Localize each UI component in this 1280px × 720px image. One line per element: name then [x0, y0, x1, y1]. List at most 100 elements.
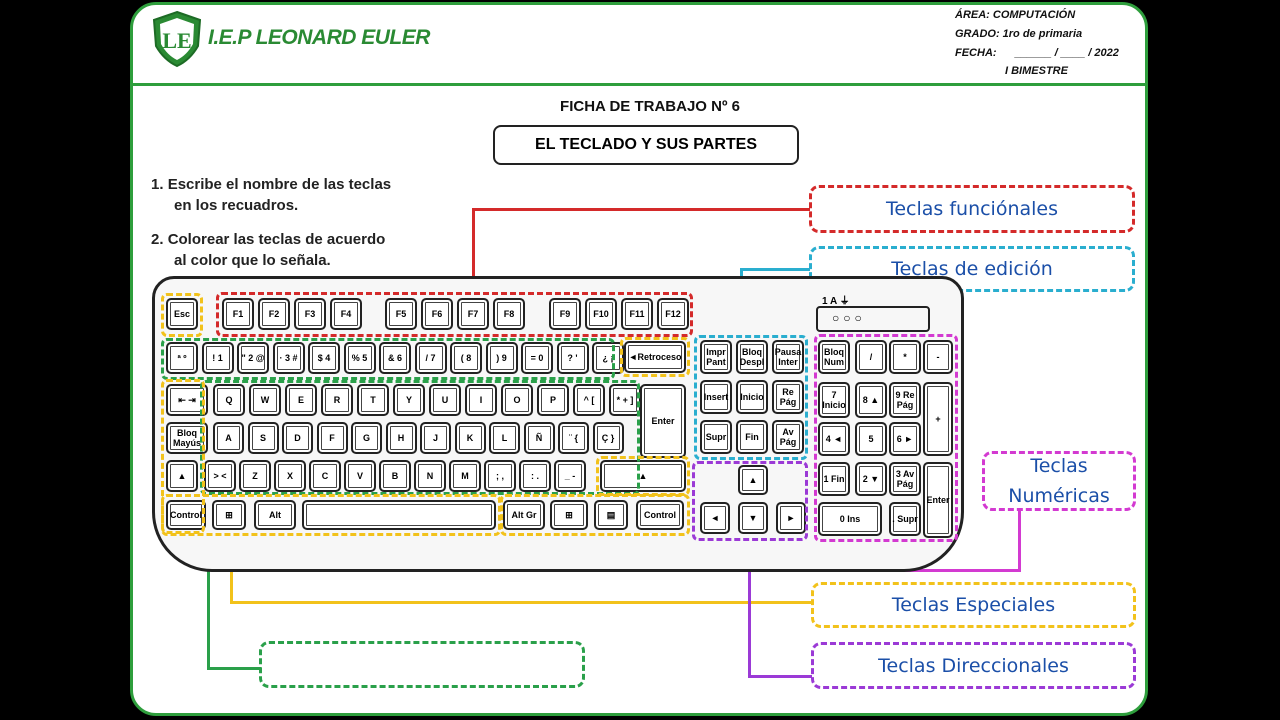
- key-menu[interactable]: ▤: [594, 500, 628, 530]
- key-f12[interactable]: F12: [657, 298, 689, 330]
- key-f9[interactable]: F9: [549, 298, 581, 330]
- key-numpad-8[interactable]: 4 ◄: [818, 422, 850, 456]
- key-f3[interactable]: F3: [294, 298, 326, 330]
- key-a-row-2[interactable]: D: [282, 422, 313, 454]
- key-numpad-9[interactable]: 5: [855, 422, 887, 456]
- key-num-11[interactable]: ? ': [556, 342, 589, 374]
- key-num-8[interactable]: ( 8: [450, 342, 482, 374]
- key-q-row-11[interactable]: * + ]: [609, 384, 641, 416]
- key-q-row-5[interactable]: Y: [393, 384, 425, 416]
- key-z-row-10[interactable]: _ -: [554, 460, 586, 492]
- key-numpad-3[interactable]: -: [923, 340, 953, 374]
- key-a-row-11[interactable]: Ç }: [592, 422, 624, 454]
- key-num-5[interactable]: % 5: [343, 342, 376, 374]
- key-retroceso[interactable]: ◄Retroceso: [624, 341, 686, 373]
- key-z-row-0[interactable]: > <: [204, 460, 236, 492]
- key-edit-4[interactable]: Inicio: [736, 380, 768, 414]
- key-num-10[interactable]: = 0: [521, 342, 553, 374]
- key-q-row-9[interactable]: P: [537, 384, 569, 416]
- key-edit-3[interactable]: Insert: [700, 380, 732, 414]
- key-num-12[interactable]: ¿ ¡: [592, 342, 624, 374]
- key-a-row-3[interactable]: F: [316, 422, 348, 454]
- key-numpad-0[interactable]: Bloq Num: [818, 340, 850, 374]
- key-z-row-1[interactable]: Z: [239, 460, 271, 492]
- key-z-row-9[interactable]: : .: [519, 460, 551, 492]
- key-q-row-10[interactable]: ^ [: [573, 384, 605, 416]
- key-num-6[interactable]: & 6: [379, 342, 411, 374]
- label-blank-alfanumericas[interactable]: [259, 641, 585, 688]
- key-space[interactable]: [302, 500, 496, 530]
- key-a-row-9[interactable]: Ñ: [523, 422, 555, 454]
- key-f6[interactable]: F6: [421, 298, 453, 330]
- key-numpad-2[interactable]: *: [889, 340, 921, 374]
- key-z-row-8[interactable]: ; ,: [484, 460, 516, 492]
- key-num-0[interactable]: ª º: [166, 342, 198, 374]
- key-num-3[interactable]: · 3 #: [272, 342, 305, 374]
- key-num-2[interactable]: " 2 @: [237, 342, 269, 374]
- key-a-row-6[interactable]: J: [420, 422, 451, 454]
- key-control-left[interactable]: Control: [166, 500, 206, 530]
- key-arrow-down[interactable]: ▼: [738, 502, 768, 534]
- key-windows-right[interactable]: ⊞: [550, 500, 588, 530]
- key-z-row-6[interactable]: N: [414, 460, 446, 492]
- key-numpad-13[interactable]: 3 Av Pág: [889, 462, 921, 496]
- key-edit-1[interactable]: Bloq Despl: [736, 340, 768, 374]
- key-numpad-6[interactable]: 9 Re Pág: [889, 382, 921, 418]
- key-z-row-7[interactable]: M: [449, 460, 481, 492]
- key-a-row-4[interactable]: G: [351, 422, 382, 454]
- key-numpad-10[interactable]: 6 ►: [889, 422, 921, 456]
- key-f2[interactable]: F2: [258, 298, 290, 330]
- key-arrow-up[interactable]: ▲: [738, 465, 768, 495]
- key-f10[interactable]: F10: [585, 298, 617, 330]
- key-q-row-0[interactable]: Q: [213, 384, 245, 416]
- key-shift-left[interactable]: ▲: [166, 460, 198, 492]
- key-numpad-11[interactable]: 1 Fin: [818, 462, 850, 496]
- key-z-row-4[interactable]: V: [344, 460, 376, 492]
- key-f11[interactable]: F11: [621, 298, 653, 330]
- key-edit-2[interactable]: Pausa Inter: [772, 340, 804, 374]
- key-q-row-8[interactable]: O: [501, 384, 533, 416]
- key-a-row-1[interactable]: S: [247, 422, 279, 454]
- key-arrow-left[interactable]: ◄: [700, 502, 730, 534]
- key-num-4[interactable]: $ 4: [308, 342, 340, 374]
- key-numpad-5[interactable]: 8 ▲: [855, 382, 887, 418]
- key-num-1[interactable]: ! 1: [201, 342, 234, 374]
- key-esc[interactable]: Esc: [166, 298, 198, 330]
- key-q-row-4[interactable]: T: [357, 384, 389, 416]
- key-f4[interactable]: F4: [330, 298, 362, 330]
- key-control-right[interactable]: Control: [636, 500, 684, 530]
- key-a-row-0[interactable]: A: [213, 422, 244, 454]
- key-q-row-7[interactable]: I: [465, 384, 497, 416]
- key-z-row-2[interactable]: X: [274, 460, 306, 492]
- key-edit-8[interactable]: Av Pág: [772, 420, 804, 454]
- key-num-7[interactable]: / 7: [414, 342, 447, 374]
- key-z-row-5[interactable]: B: [379, 460, 411, 492]
- key-alt[interactable]: Alt: [254, 500, 296, 530]
- key-a-row-5[interactable]: H: [385, 422, 417, 454]
- key-z-row-3[interactable]: C: [309, 460, 341, 492]
- key-q-row-2[interactable]: E: [285, 384, 317, 416]
- key-edit-6[interactable]: Supr: [700, 420, 732, 454]
- key-q-row-1[interactable]: W: [249, 384, 281, 416]
- key-numpad-12[interactable]: 2 ▼: [855, 462, 887, 496]
- key-numpad-16[interactable]: . Supr: [889, 502, 921, 536]
- key-q-row-6[interactable]: U: [429, 384, 461, 416]
- key-num-9[interactable]: ) 9: [485, 342, 518, 374]
- key-windows-left[interactable]: ⊞: [212, 500, 246, 530]
- key-edit-0[interactable]: Impr Pant: [700, 340, 732, 374]
- key-a-row-7[interactable]: K: [454, 422, 486, 454]
- key-numpad-14[interactable]: Enter: [923, 462, 953, 538]
- key-altgr[interactable]: Alt Gr: [503, 500, 545, 530]
- key-shift-right[interactable]: ▲: [600, 460, 686, 492]
- key-numpad-7[interactable]: +: [923, 382, 953, 456]
- key-f5[interactable]: F5: [385, 298, 417, 330]
- key-q-row-3[interactable]: R: [321, 384, 353, 416]
- key-a-row-10[interactable]: ¨ {: [558, 422, 589, 454]
- key-f1[interactable]: F1: [222, 298, 254, 330]
- key-edit-7[interactable]: Fin: [736, 420, 768, 454]
- key-a-row-8[interactable]: L: [489, 422, 520, 454]
- key-f7[interactable]: F7: [457, 298, 489, 330]
- key-numpad-15[interactable]: 0 Ins: [818, 502, 882, 536]
- key-numpad-4[interactable]: 7 Inicio: [818, 382, 850, 418]
- key-numpad-1[interactable]: /: [855, 340, 887, 374]
